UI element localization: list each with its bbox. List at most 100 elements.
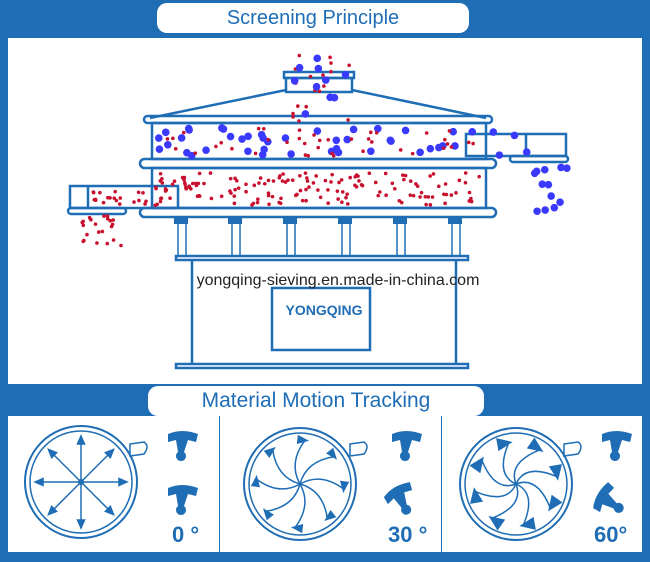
fine-particle: [183, 182, 187, 187]
fine-particle: [277, 175, 282, 180]
fine-particle: [262, 181, 267, 186]
fine-particle: [339, 178, 344, 182]
fine-particle: [447, 129, 452, 133]
fine-particle: [113, 189, 117, 194]
divider: [219, 416, 220, 552]
fine-particle: [335, 189, 340, 193]
fine-particle: [436, 184, 441, 189]
coarse-particle: [218, 124, 226, 132]
coarse-particle: [164, 141, 172, 149]
coarse-particle: [349, 125, 358, 134]
coarse-particle: [426, 144, 435, 153]
coarse-particle: [301, 110, 310, 118]
fine-particle: [236, 186, 241, 190]
fine-particle: [187, 185, 192, 190]
fine-particle: [118, 196, 123, 200]
fine-particle: [441, 146, 446, 151]
angle-label: 0 °: [172, 522, 200, 547]
fine-particle: [423, 194, 428, 199]
arrow-head: [263, 508, 274, 521]
coarse-particle: [563, 164, 571, 172]
arrow-head: [47, 505, 58, 516]
fine-particle: [326, 201, 330, 205]
fine-particle: [424, 131, 429, 135]
fine-particle: [164, 188, 169, 192]
fine-particle: [426, 195, 431, 199]
spring-legs: [177, 217, 461, 256]
fine-particle: [233, 176, 237, 181]
fine-particle: [255, 200, 260, 205]
fine-particle: [93, 198, 98, 202]
fine-particle: [93, 222, 98, 226]
coarse-particle: [387, 137, 395, 145]
spiral-arrow: [299, 455, 335, 485]
fine-particle: [108, 219, 113, 223]
divider: [441, 416, 442, 552]
coarse-particle: [244, 132, 252, 141]
fine-particle: [348, 175, 352, 180]
weight-bottom-icon: [383, 482, 413, 515]
fine-particle: [298, 173, 302, 178]
fine-particle: [168, 196, 172, 200]
fine-particle: [297, 119, 301, 123]
fine-particle: [322, 84, 326, 88]
weight-top-icon: [602, 431, 632, 461]
spiral-arrow: [299, 478, 345, 490]
fine-particle: [331, 153, 336, 158]
fine-particle: [360, 183, 365, 188]
fine-particle: [408, 179, 413, 183]
angle-label: 30 °: [388, 522, 428, 547]
coarse-particle: [530, 169, 539, 178]
fine-particle: [144, 199, 148, 204]
fine-particle: [328, 55, 332, 60]
fine-particle: [214, 144, 218, 149]
fine-particle: [345, 192, 349, 196]
fine-particle: [317, 89, 322, 94]
fine-particle: [228, 176, 233, 181]
spiral-arrow: [265, 483, 301, 513]
fine-particle: [329, 180, 333, 184]
radial-motion-icon: [24, 425, 198, 539]
brand-label: YONGQING: [285, 302, 363, 318]
coarse-particle: [281, 134, 290, 142]
fine-particle: [89, 217, 93, 222]
fine-particle: [219, 140, 224, 145]
fine-particle: [297, 136, 302, 141]
coarse-particle: [259, 134, 267, 142]
coarse-particle: [449, 127, 458, 136]
fine-particle: [477, 174, 481, 179]
fine-particle: [326, 138, 330, 142]
arrow-head: [470, 487, 484, 504]
fine-particle: [457, 178, 462, 183]
weight-top-icon: [168, 431, 198, 461]
fine-particle: [270, 194, 275, 199]
fine-particle: [293, 193, 298, 198]
coarse-particle: [226, 132, 235, 141]
spiral-arrow: [474, 483, 517, 498]
fine-particle: [353, 175, 357, 179]
coarse-particle: [185, 126, 193, 134]
spiral-arrow: [255, 478, 301, 490]
spiral-arrow: [294, 483, 306, 529]
arrow-head: [104, 448, 115, 459]
fine-particle: [340, 190, 345, 194]
fine-particle: [302, 141, 307, 146]
fine-particle: [361, 149, 365, 154]
fine-particle: [228, 189, 232, 193]
coarse-particle: [341, 70, 350, 79]
coarse-particle: [538, 180, 547, 188]
fine-particle: [300, 198, 305, 203]
fine-particle: [312, 133, 316, 137]
fine-particle: [346, 118, 350, 122]
fine-particle: [102, 214, 106, 218]
arrow-head: [47, 448, 58, 459]
fine-particle: [297, 128, 302, 132]
base-foot: [174, 362, 470, 370]
fine-particle: [291, 111, 295, 116]
fine-particle: [105, 241, 110, 246]
fine-particle: [401, 173, 405, 177]
coarse-particle: [489, 128, 498, 136]
coarse-particle: [374, 124, 382, 133]
spiral-arrow: [515, 481, 552, 509]
coarse-particle: [468, 128, 477, 136]
